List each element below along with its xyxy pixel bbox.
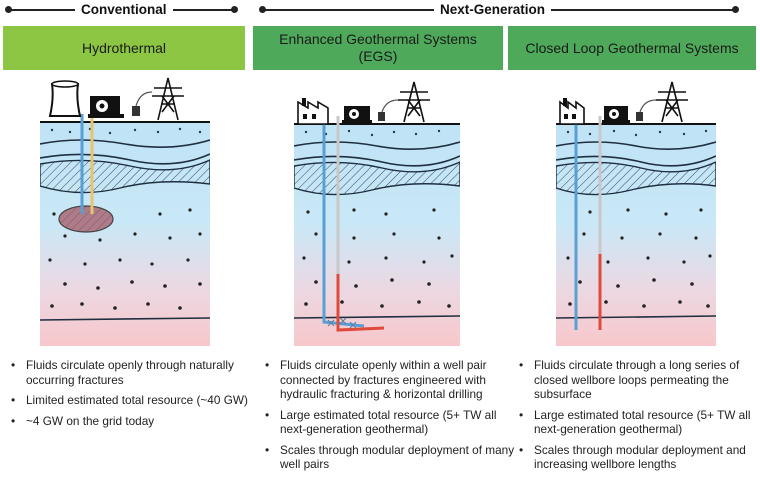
hydrothermal-diagram: [40, 77, 210, 346]
next-generation-label: Next-Generation: [434, 0, 552, 20]
list-item: Fluids circulate through a long series o…: [519, 358, 760, 402]
closed-loop-diagram: [556, 81, 716, 346]
conventional-label: Conventional: [75, 0, 173, 20]
generator-icon: [88, 96, 124, 118]
hydrothermal-bullets: Fluids circulate openly through naturall…: [8, 358, 258, 434]
transformer-icon: [636, 99, 657, 121]
hydrothermal-title: Hydrothermal: [81, 39, 167, 56]
list-item: Large estimated total resource (5+ TW al…: [519, 408, 760, 437]
egs-bullets: Fluids circulate openly within a well pa…: [262, 358, 524, 478]
list-item: Limited estimated total resource (~40 GW…: [11, 393, 258, 408]
transmission-tower-icon: [656, 81, 688, 123]
hydrothermal-header: Hydrothermal: [3, 26, 245, 70]
conventional-bracket-right-dot: [231, 6, 238, 13]
egs-title: Enhanced Geothermal Systems (EGS): [279, 31, 477, 64]
transformer-icon: [378, 99, 399, 121]
list-item: Scales through modular deployment of man…: [265, 443, 524, 472]
egs-header: Enhanced Geothermal Systems (EGS): [253, 26, 503, 70]
next-generation-bracket-left-dot: [259, 6, 266, 13]
closed-loop-bullets: Fluids circulate through a long series o…: [516, 358, 760, 478]
closed-loop-header: Closed Loop Geothermal Systems: [508, 26, 756, 70]
transformer-icon: [132, 91, 153, 116]
cooling-tower-icon: [48, 80, 82, 117]
list-item: Large estimated total resource (5+ TW al…: [265, 408, 524, 437]
next-generation-bracket-right-dot: [732, 6, 739, 13]
factory-icon: [559, 98, 585, 125]
closed-loop-title: Closed Loop Geothermal Systems: [525, 39, 739, 56]
list-item: ~4 GW on the grid today: [11, 414, 258, 429]
list-item: Fluids circulate openly within a well pa…: [265, 358, 524, 402]
list-item: Scales through modular deployment and in…: [519, 443, 760, 472]
factory-icon: [297, 98, 329, 125]
egs-diagram: [294, 81, 460, 346]
transmission-tower-icon: [398, 81, 430, 123]
transmission-tower-icon: [152, 77, 184, 121]
generator-icon: [342, 106, 372, 124]
conventional-bracket-left-dot: [5, 6, 12, 13]
generator-icon: [602, 106, 630, 124]
fracture-marks: [327, 317, 357, 329]
list-item: Fluids circulate openly through naturall…: [11, 358, 258, 387]
